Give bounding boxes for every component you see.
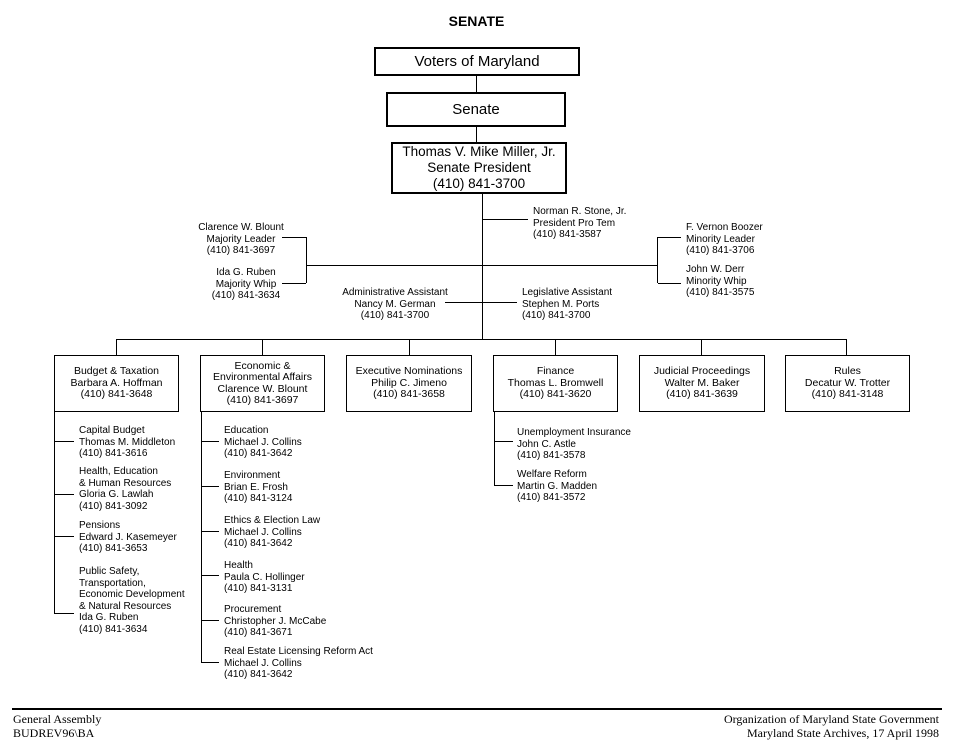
footer-archives-date: Maryland State Archives, 17 April 1998 [747, 726, 939, 740]
committee-rules: Rules Decatur W. Trotter (410) 841-3148 [785, 355, 910, 412]
majority-whip: Ida G. Ruben Majority Whip (410) 841-363… [211, 267, 281, 301]
subcommittee-real-estate-licensing: Real Estate Licensing Reform Act Michael… [224, 646, 373, 680]
committee-judicial-proceedings: Judicial Proceedings Walter M. Baker (41… [639, 355, 765, 412]
subcommittee-procurement: Procurement Christopher J. McCabe (410) … [224, 604, 327, 638]
subcommittee-capital-budget: Capital Budget Thomas M. Middleton (410)… [79, 425, 176, 459]
subcommittee-environment: Environment Brian E. Frosh (410) 841-312… [224, 470, 293, 504]
committee-finance: Finance Thomas L. Bromwell (410) 841-362… [493, 355, 618, 412]
committee-executive-nominations: Executive Nominations Philip C. Jimeno (… [346, 355, 472, 412]
president-name: Thomas V. Mike Miller, Jr. [402, 144, 556, 159]
subcommittee-health-education: Health, Education & Human Resources Glor… [79, 466, 172, 512]
senate-president-box: Thomas V. Mike Miller, Jr. Senate Presid… [391, 142, 567, 194]
president-pro-tem: Norman R. Stone, Jr. President Pro Tem (… [533, 206, 627, 240]
subcommittee-public-safety: Public Safety, Transportation, Economic … [79, 566, 185, 635]
footer-organization: Organization of Maryland State Governmen… [723, 712, 939, 726]
footer-left: General Assembly BUDREV96\BA [13, 712, 101, 740]
voters-box: Voters of Maryland [374, 47, 580, 76]
subcommittee-unemployment-insurance: Unemployment Insurance John C. Astle (41… [517, 427, 631, 461]
chart-title: SENATE [448, 13, 505, 29]
legislative-assistant: Legislative Assistant Stephen M. Ports (… [522, 287, 613, 321]
subcommittee-education: Education Michael J. Collins (410) 841-3… [224, 425, 302, 459]
president-title: Senate President [427, 160, 531, 175]
subcommittee-ethics-election-law: Ethics & Election Law Michael J. Collins… [224, 515, 321, 549]
committee-budget-taxation: Budget & Taxation Barbara A. Hoffman (41… [54, 355, 179, 412]
committee-economic-environmental: Economic & Environmental Affairs Clarenc… [200, 355, 325, 412]
administrative-assistant: Administrative Assistant Nancy M. German… [342, 287, 448, 321]
senate-box: Senate [386, 92, 566, 127]
president-phone: (410) 841-3700 [432, 176, 526, 191]
minority-leader: F. Vernon Boozer Minority Leader (410) 8… [686, 222, 763, 256]
subcommittee-welfare-reform: Welfare Reform Martin G. Madden (410) 84… [517, 469, 598, 503]
footer-general-assembly: General Assembly [13, 712, 102, 726]
voters-label: Voters of Maryland [414, 52, 540, 70]
subcommittee-health: Health Paula C. Hollinger (410) 841-3131 [224, 560, 305, 594]
footer-right: Organization of Maryland State Governmen… [724, 712, 939, 740]
footer-file-code: BUDREV96\BA [13, 726, 95, 740]
senate-label: Senate [452, 100, 500, 118]
majority-leader: Clarence W. Blount Majority Leader (410)… [198, 222, 284, 256]
subcommittee-pensions: Pensions Edward J. Kasemeyer (410) 841-3… [79, 520, 177, 554]
minority-whip: John W. Derr Minority Whip (410) 841-357… [686, 264, 755, 298]
